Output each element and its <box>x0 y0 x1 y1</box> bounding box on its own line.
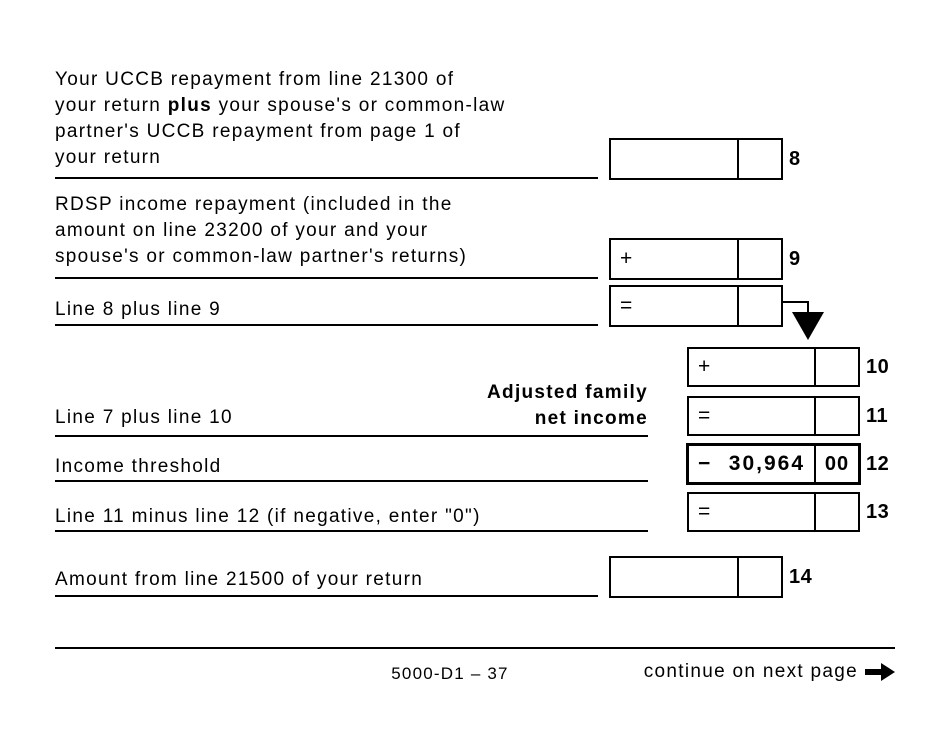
row8-rule <box>55 177 598 179</box>
footer-rule <box>55 647 895 649</box>
income-threshold-amount: 30,964 <box>728 452 805 475</box>
amount-field-14[interactable] <box>611 558 739 596</box>
amount-box-12: −30,964 00 <box>686 443 861 485</box>
line-number-10: 10 <box>866 356 890 378</box>
row11-label: Line 7 plus line 10 <box>55 407 233 428</box>
arrow-connector-vertical <box>807 301 809 314</box>
amount-box-8 <box>609 138 783 180</box>
line-number-13: 13 <box>866 501 890 523</box>
line-number-11: 11 <box>866 405 889 427</box>
row8-description: Your UCCB repayment from line 21300 of y… <box>55 67 506 171</box>
cents-field-11[interactable] <box>816 398 858 434</box>
equals-operator: = <box>698 500 712 523</box>
equals-operator: = <box>620 294 634 317</box>
cents-field-10[interactable] <box>816 349 858 385</box>
minus-operator: − <box>698 452 712 475</box>
row9-line2: amount on line 23200 of your and your <box>55 220 429 241</box>
amount-field-12: −30,964 <box>689 446 816 482</box>
form-code: 5000-D1 – 37 <box>391 664 509 683</box>
cents-field-13[interactable] <box>816 494 858 530</box>
row9-line3: spouse's or common-law partner's returns… <box>55 246 468 267</box>
amount-box-9: + <box>609 238 783 280</box>
line-number-8: 8 <box>789 148 801 170</box>
cents-field-sum[interactable] <box>739 287 781 325</box>
amount-box-10: + <box>687 347 860 387</box>
row8-line2: your return plus your spouse's or common… <box>55 95 506 116</box>
down-arrow-icon <box>792 312 824 340</box>
amount-box-sum: = <box>609 285 783 327</box>
cents-field-8[interactable] <box>739 140 781 178</box>
row12-label: Income threshold <box>55 456 222 477</box>
plus-operator: + <box>620 247 634 270</box>
row13-label: Line 11 minus line 12 (if negative, ente… <box>55 506 481 527</box>
row9-line1: RDSP income repayment (included in the <box>55 194 453 215</box>
rowsum-label: Line 8 plus line 9 <box>55 299 222 320</box>
row9-description: RDSP income repayment (included in the a… <box>55 192 467 270</box>
equals-operator: = <box>698 404 712 427</box>
amount-box-13: = <box>687 492 860 532</box>
row9-rule <box>55 277 598 279</box>
amount-box-14 <box>609 556 783 598</box>
amount-box-11: = <box>687 396 860 436</box>
cents-field-12: 00 <box>824 452 850 475</box>
line-number-9: 9 <box>789 248 801 270</box>
row14-label: Amount from line 21500 of your return <box>55 569 424 590</box>
line-number-14: 14 <box>789 566 813 588</box>
continue-text: continue on next page <box>643 661 858 682</box>
arrow-connector-horizontal <box>783 301 809 303</box>
row12-rule <box>55 480 648 482</box>
right-arrow-icon <box>865 661 895 683</box>
amount-field-8[interactable] <box>611 140 739 178</box>
cents-field-14[interactable] <box>739 558 781 596</box>
plus-operator: + <box>698 355 712 378</box>
line-number-12: 12 <box>866 453 890 475</box>
amount-field-13[interactable]: = <box>689 494 816 530</box>
continue-note: continue on next page <box>600 661 895 683</box>
row13-rule <box>55 530 648 532</box>
row8-line3: partner's UCCB repayment from page 1 of <box>55 121 461 142</box>
rowsum-rule <box>55 324 598 326</box>
row14-rule <box>55 595 598 597</box>
amount-field-10[interactable]: + <box>689 349 816 385</box>
amount-field-9[interactable]: + <box>611 240 739 278</box>
adjusted-family-net-income-label: Adjusted family net income <box>487 382 648 429</box>
amount-field-sum[interactable]: = <box>611 287 739 325</box>
amount-field-11[interactable]: = <box>689 398 816 434</box>
row8-line4: your return <box>55 147 162 168</box>
row8-line2-bold: plus <box>167 95 213 116</box>
row11-rule <box>55 435 648 437</box>
cents-field-9[interactable] <box>739 240 781 278</box>
row8-line1: Your UCCB repayment from line 21300 of <box>55 69 455 90</box>
